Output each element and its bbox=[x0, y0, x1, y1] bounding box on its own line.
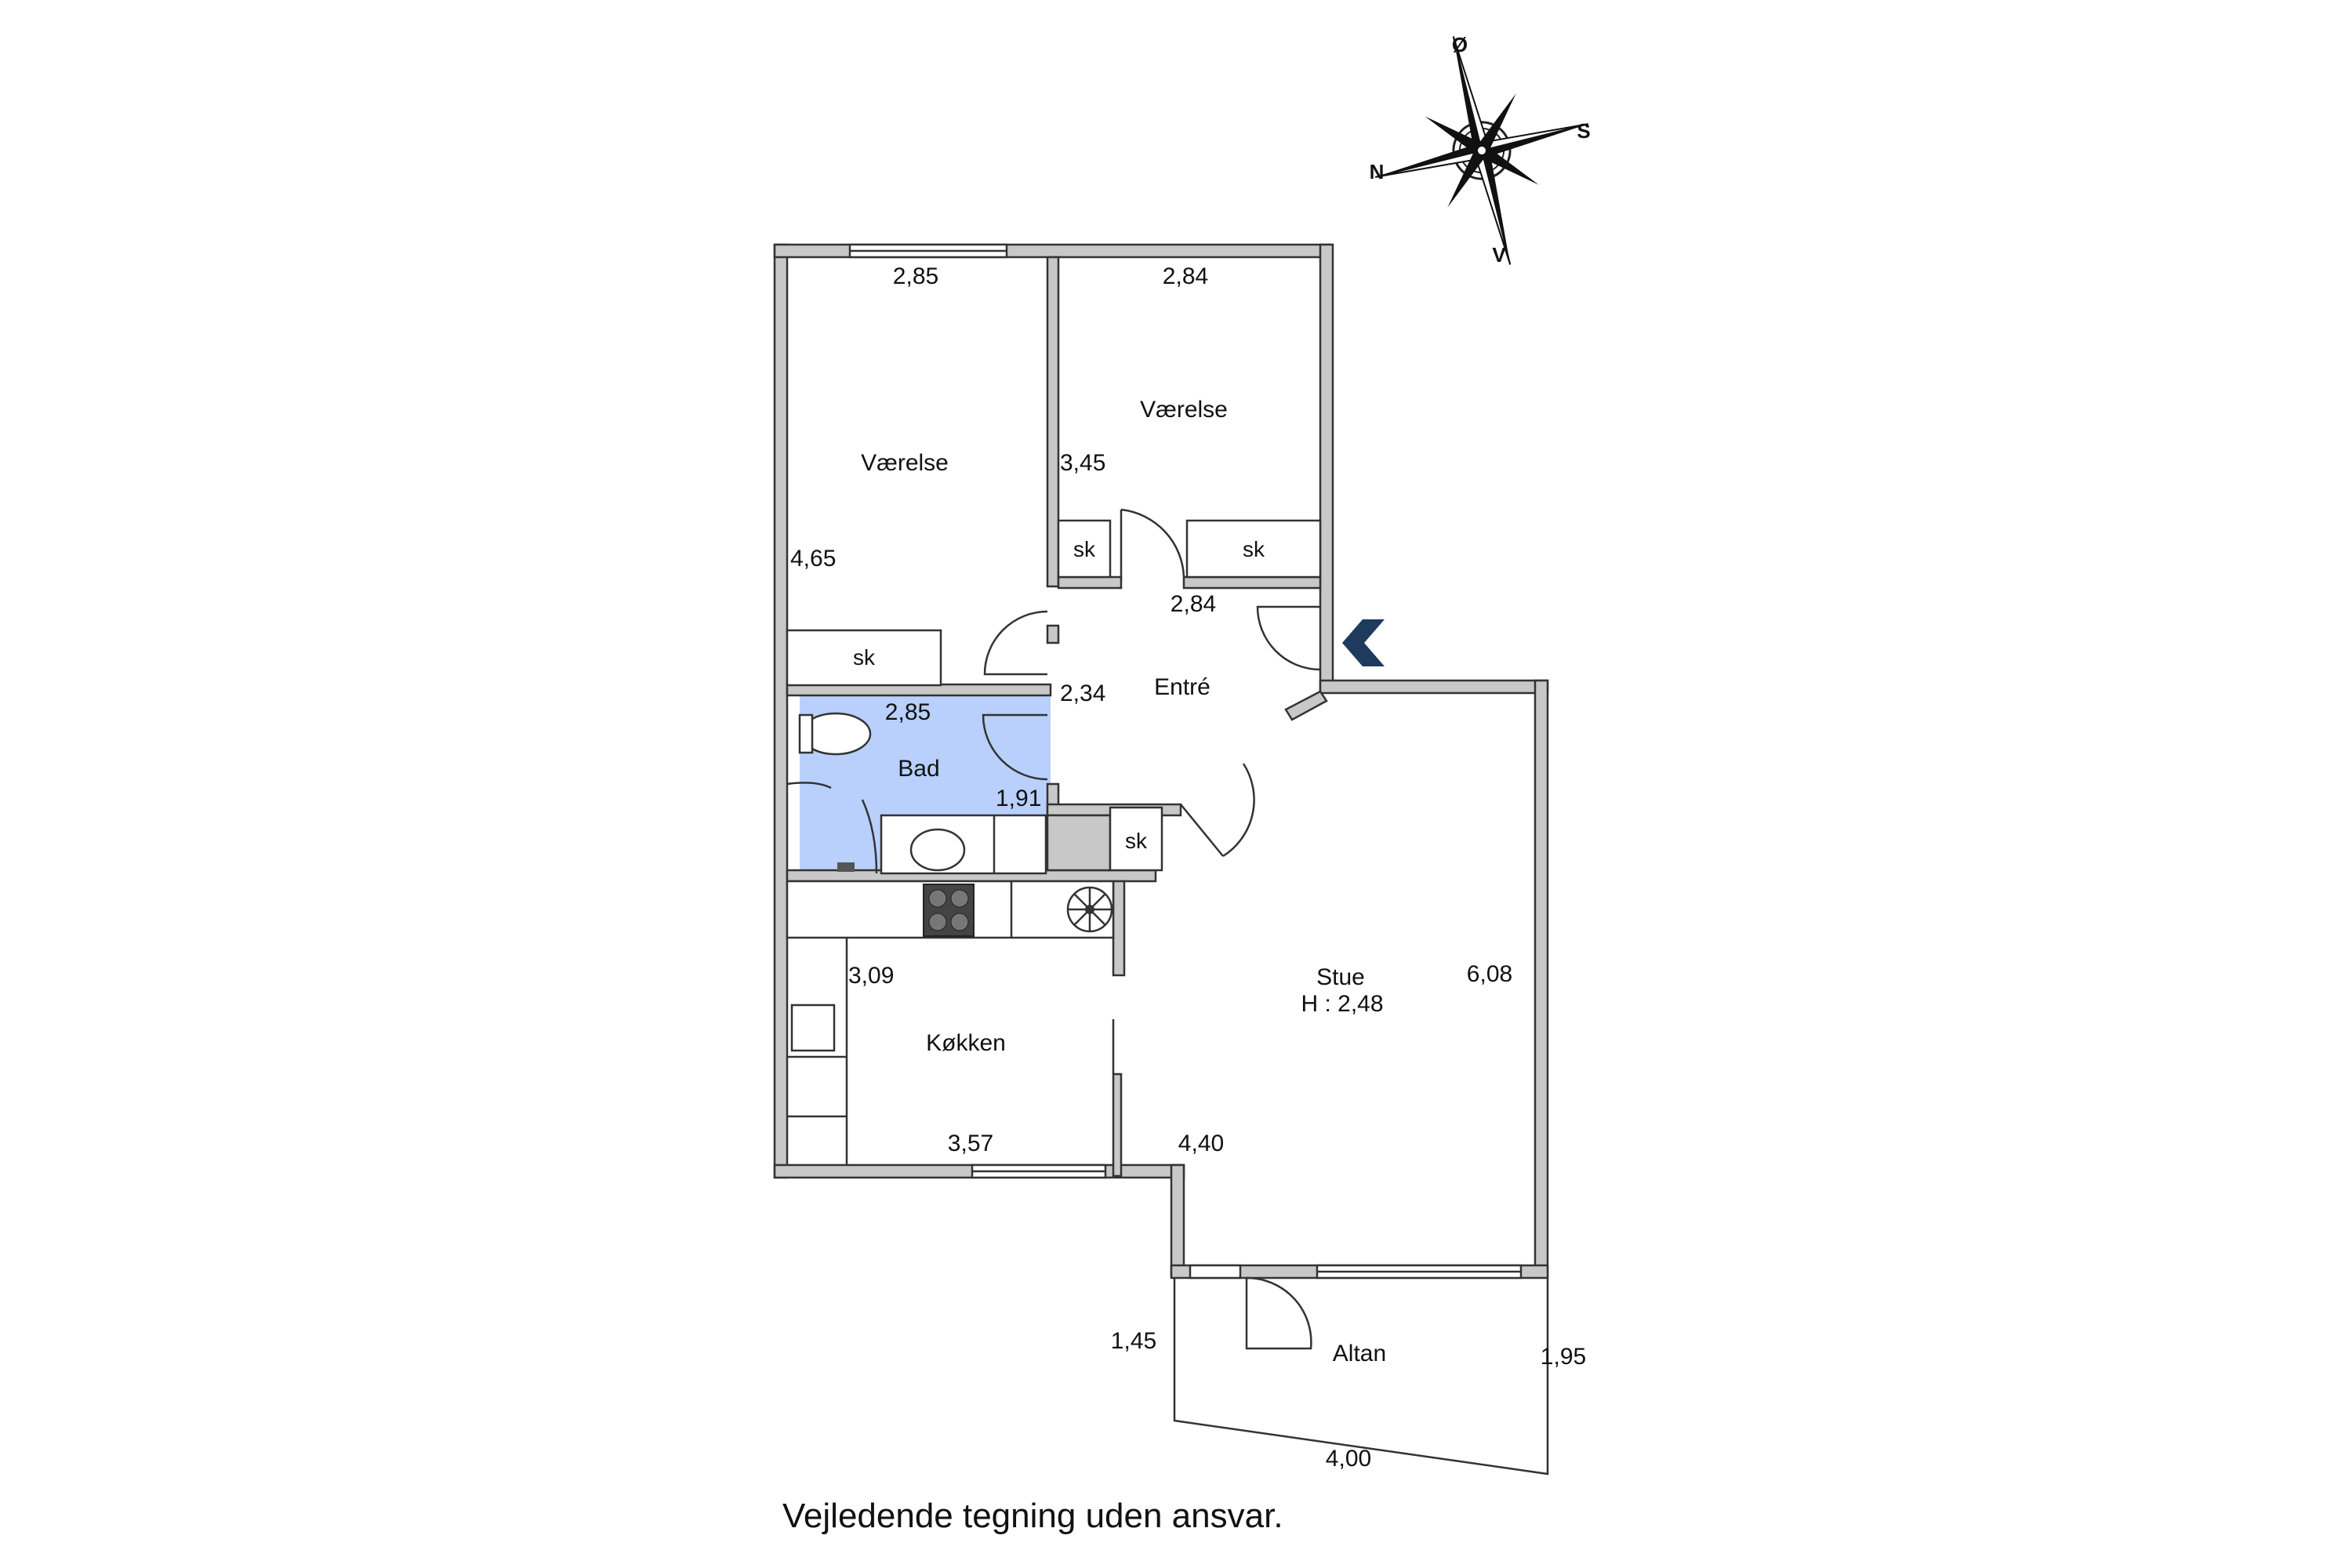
kitchen-fixtures bbox=[786, 880, 1115, 1165]
bedroom-left-name: Værelse bbox=[861, 450, 949, 476]
disclaimer-text: Vejledende tegning uden ansvar. bbox=[782, 1497, 1283, 1535]
living-width: 4,40 bbox=[1178, 1131, 1224, 1156]
entry-arrow-icon bbox=[1342, 619, 1385, 666]
kitchen-width: 3,57 bbox=[948, 1131, 993, 1156]
entry-name: Entré bbox=[1154, 674, 1210, 700]
doors bbox=[982, 508, 1321, 1350]
compass-north-label: N bbox=[1370, 160, 1385, 183]
bath-depth: 1,91 bbox=[996, 786, 1041, 811]
balcony-width: 4,00 bbox=[1326, 1446, 1371, 1472]
windows bbox=[848, 243, 1523, 1279]
kitchen-name: Køkken bbox=[926, 1030, 1006, 1056]
bedroom-left-closet: sk bbox=[853, 645, 876, 670]
bedroom-right-depth: 3,45 bbox=[1060, 450, 1105, 476]
living-height: H : 2,48 bbox=[1301, 991, 1383, 1017]
kitchen-depth: 3,09 bbox=[848, 963, 894, 989]
balcony-depth-left: 1,45 bbox=[1111, 1328, 1156, 1354]
entry-closet: sk bbox=[1125, 829, 1148, 853]
bath-fixtures bbox=[786, 712, 1047, 875]
bedroom-left-width: 2,85 bbox=[893, 263, 938, 289]
bedroom-right-closet-b: sk bbox=[1243, 537, 1265, 561]
walls bbox=[773, 243, 1549, 1279]
entry-depth: 2,34 bbox=[1060, 681, 1105, 706]
bedroom-right-width: 2,84 bbox=[1163, 263, 1208, 289]
balcony-outline bbox=[1173, 1278, 1549, 1475]
compass-east-label: Ø bbox=[1452, 33, 1468, 56]
compass-south-label: S bbox=[1577, 119, 1590, 143]
balcony-depth-right: 1,95 bbox=[1541, 1344, 1586, 1370]
compass-west-label: V bbox=[1492, 243, 1506, 267]
bath-width: 2,85 bbox=[885, 699, 931, 725]
living-depth: 6,08 bbox=[1467, 961, 1512, 987]
bedroom-left-depth: 4,65 bbox=[790, 546, 836, 572]
compass-rose-icon bbox=[1374, 36, 1589, 265]
living-name: Stue bbox=[1316, 964, 1365, 990]
balcony-name: Altan bbox=[1333, 1341, 1386, 1367]
bedroom-right-closet-a: sk bbox=[1073, 537, 1096, 561]
entry-width: 2,84 bbox=[1171, 591, 1216, 617]
bath-name: Bad bbox=[898, 756, 939, 782]
closets bbox=[786, 519, 1322, 872]
bedroom-right-name: Værelse bbox=[1140, 397, 1228, 423]
